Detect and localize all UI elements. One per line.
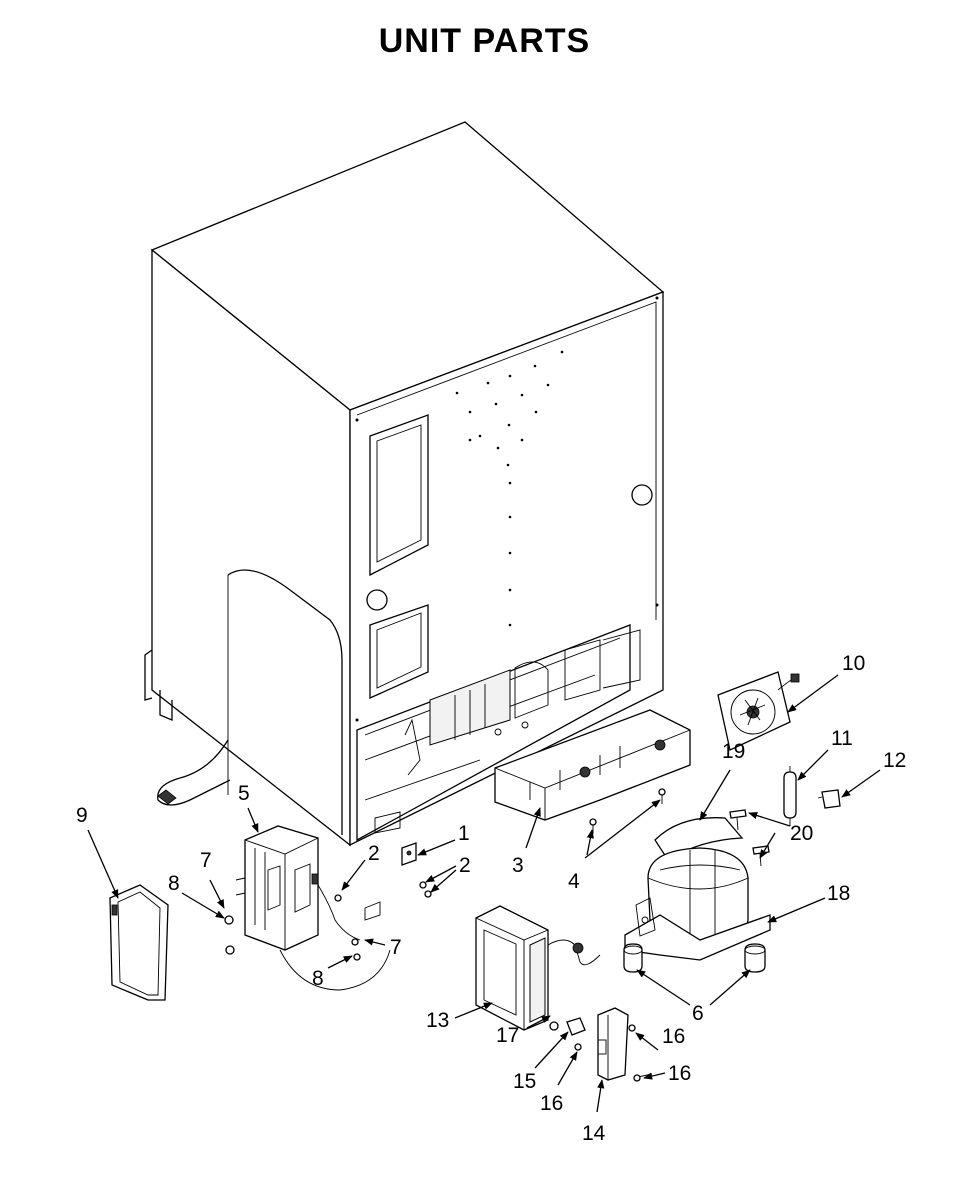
filter-drier bbox=[783, 766, 797, 826]
leader-lines bbox=[87, 674, 881, 1113]
callout-2-lower: 2 bbox=[459, 854, 471, 877]
callout-14: 14 bbox=[582, 1122, 606, 1145]
callout-7-left: 7 bbox=[200, 849, 212, 872]
electrical-cover bbox=[109, 884, 169, 1001]
callout-19: 19 bbox=[722, 740, 745, 763]
tubing-clip bbox=[817, 789, 841, 809]
bracket bbox=[597, 1007, 629, 1081]
compressor bbox=[624, 847, 771, 961]
callout-17: 17 bbox=[496, 1024, 519, 1047]
electrical-box bbox=[235, 825, 391, 991]
condenser-fan bbox=[717, 671, 800, 751]
small-hardware bbox=[224, 842, 432, 961]
callout-16-left: 16 bbox=[540, 1092, 563, 1115]
callout-10: 10 bbox=[842, 652, 865, 675]
drain-pan bbox=[494, 709, 691, 821]
drain-pins bbox=[589, 788, 666, 834]
grommets bbox=[623, 943, 766, 973]
callout-labels: 1 2 2 3 4 5 6 7 7 8 8 9 10 11 12 13 14 1… bbox=[76, 652, 906, 1145]
callout-15: 15 bbox=[513, 1070, 536, 1093]
callout-18: 18 bbox=[827, 882, 850, 905]
callout-20: 20 bbox=[790, 822, 813, 845]
callout-5: 5 bbox=[238, 782, 250, 805]
cabinet bbox=[144, 121, 665, 847]
callout-8-left: 8 bbox=[168, 872, 180, 895]
callout-6: 6 bbox=[692, 1002, 704, 1025]
page-title: UNIT PARTS bbox=[378, 22, 591, 60]
callout-2-upper: 2 bbox=[368, 842, 380, 865]
callout-8-right: 8 bbox=[312, 967, 324, 990]
callout-13: 13 bbox=[426, 1009, 449, 1032]
callout-3: 3 bbox=[512, 854, 524, 877]
callout-7-right: 7 bbox=[390, 936, 402, 959]
callout-9: 9 bbox=[76, 804, 88, 827]
callout-16-lower-right: 16 bbox=[668, 1062, 691, 1085]
callout-4: 4 bbox=[568, 870, 580, 893]
callout-1: 1 bbox=[458, 822, 470, 845]
control-board bbox=[475, 905, 601, 1031]
callout-11: 11 bbox=[831, 727, 853, 750]
callout-16-upper-right: 16 bbox=[662, 1025, 685, 1048]
callout-12: 12 bbox=[883, 749, 906, 772]
